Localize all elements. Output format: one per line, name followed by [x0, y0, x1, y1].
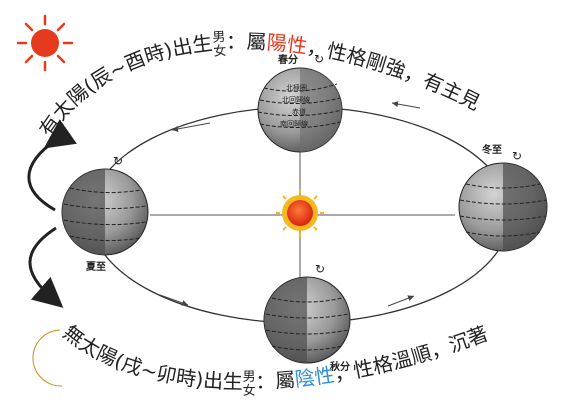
rotation-icon: ↻ [113, 154, 123, 168]
band-label: 北回歸線 [282, 95, 310, 104]
bottom-prefix: 無太陽(戌~卯時)出生 [59, 320, 243, 394]
bottom-suffix: ，性格溫順，沉著 [332, 321, 491, 386]
bottom-gender-male: 男 [243, 370, 256, 385]
center-sun [276, 189, 324, 237]
earth-label-winter: 冬至 [482, 143, 502, 156]
top-yinyang: 陽性 [266, 30, 309, 58]
top-colon: ：屬 [226, 29, 267, 54]
top-gender-female: 女 [213, 43, 227, 60]
earth-autumn: 秋分 ↻ [263, 262, 351, 373]
orbit-arrow [387, 295, 415, 307]
rotation-icon: ↻ [314, 52, 324, 66]
bottom-colon: ：屬 [255, 367, 296, 393]
rotation-icon: ↻ [315, 262, 325, 276]
earth-spring: 北極圈 北回歸線 赤道 南回歸線 春分 ↻ [257, 52, 343, 153]
band-label: 北極圈 [286, 83, 307, 92]
earth-winter: 冬至 ↻ [458, 143, 548, 252]
orbit-arrow [171, 122, 211, 132]
orbit-arrow [391, 101, 421, 109]
bottom-gender-female: 女 [243, 383, 256, 399]
curved-arrow-up [27, 119, 77, 212]
band-label: 赤道 [292, 107, 306, 116]
bottom-yinyang: 陰性 [294, 363, 337, 392]
orbit-arrow [159, 294, 189, 306]
sun-icon [16, 14, 74, 72]
curved-arrow-down [28, 226, 64, 308]
earth-label-spring: 春分 [278, 53, 298, 66]
earth-label-autumn: 秋分 [330, 360, 350, 373]
top-gender-male: 男 [212, 30, 226, 46]
rotation-icon: ↻ [512, 149, 522, 163]
top-statement: 有太陽(辰~酉時)出生男女：屬陽性，性格剛強，有主見 [34, 29, 484, 140]
band-label: 南回歸線 [280, 119, 308, 128]
crescent-moon-icon [32, 329, 63, 387]
earth-summer: 夏至 ↻ [61, 154, 149, 273]
earth-label-summer: 夏至 [85, 261, 106, 273]
band-labels: 北極圈 北回歸線 赤道 南回歸線 [280, 83, 310, 128]
